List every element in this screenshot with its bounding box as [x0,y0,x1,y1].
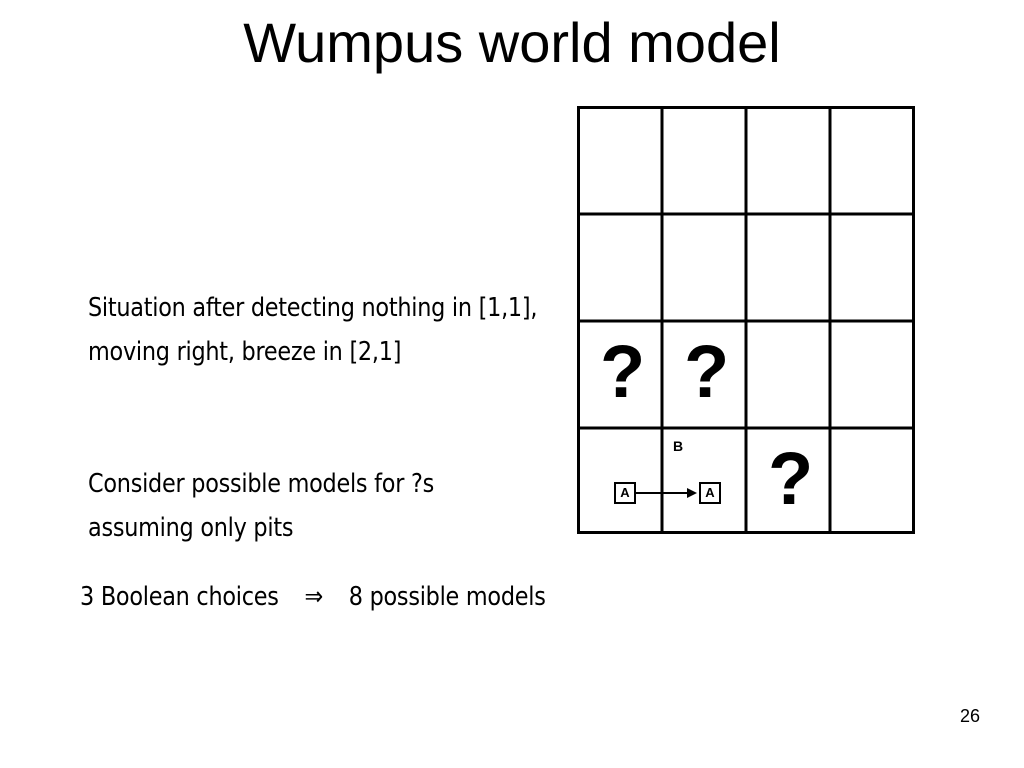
consider-line-2: assuming only pits [88,513,294,543]
grid-lines [577,106,915,534]
implies-arrow-icon: ⇒ [304,582,323,612]
cell-question-mark: ? [684,330,730,413]
consider-line-1: Consider possible models for ?s [88,469,434,499]
slide-title: Wumpus world model [243,11,781,74]
agent-start-icon: A [614,482,636,504]
wumpus-grid: ? ? ? B A A [577,106,915,534]
choices-text: 3 Boolean choices ⇒ 8 possible models [80,575,546,619]
breeze-label: B [673,438,684,454]
agent-current-icon: A [699,482,721,504]
cell-question-mark: ? [600,330,646,413]
situation-line-1: Situation after detecting nothing in [1,… [88,293,538,323]
move-arrow-head-icon [687,488,697,498]
consider-text: Consider possible models for ?s assuming… [88,462,434,550]
choices-right: 8 possible models [348,582,546,612]
cell-question-mark: ? [768,437,814,520]
choices-left: 3 Boolean choices [80,582,279,612]
page-number: 26 [959,706,980,726]
situation-text: Situation after detecting nothing in [1,… [88,286,537,374]
situation-line-2: moving right, breeze in [2,1] [88,337,402,367]
